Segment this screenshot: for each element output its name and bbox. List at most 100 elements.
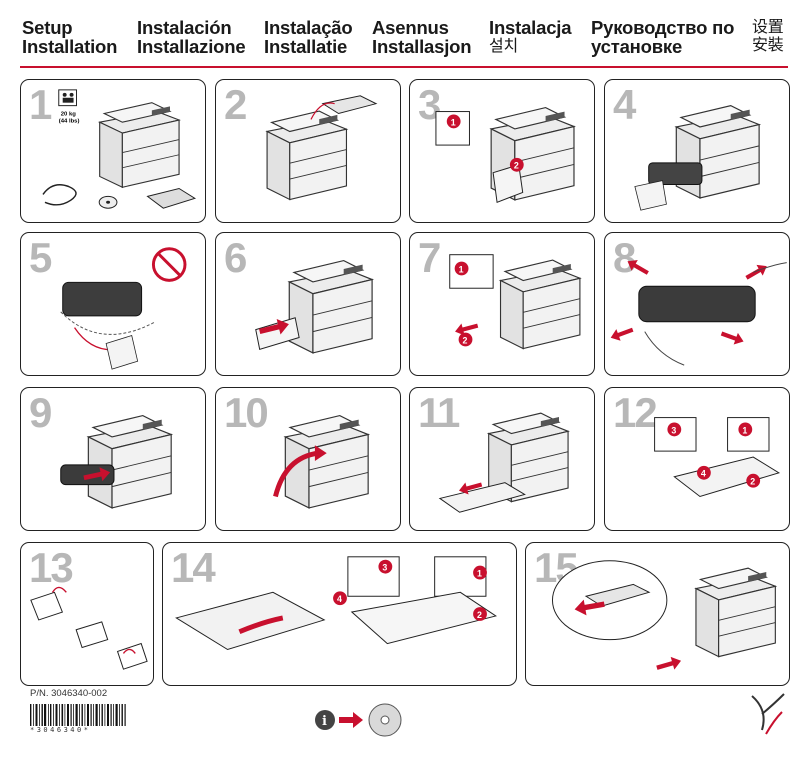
step-panel-5: 5: [20, 232, 206, 376]
step-number: 10: [224, 389, 269, 436]
callout-number: 1: [477, 569, 482, 579]
header-text: Installasjon: [372, 36, 472, 57]
info-icon: [315, 710, 335, 730]
load-arrow: [238, 615, 284, 635]
output-tray-icon: [146, 187, 197, 209]
step-3-open-door-illustration: 1 2: [435, 107, 575, 203]
callout-number: 1: [459, 264, 464, 274]
printer-icon: [695, 567, 776, 658]
printer-icon: [288, 260, 373, 354]
front-door: [492, 164, 524, 203]
step-panel-6: 6: [215, 232, 401, 376]
header-col-finnish-norwegian: Asennus Installasjon: [372, 17, 472, 57]
step-number: 7: [418, 234, 441, 281]
callout-number: 3: [671, 425, 676, 435]
printer-icon: [87, 415, 172, 509]
header-text: Asennus: [372, 17, 449, 38]
header-col-spanish-italian: Instalación Installazione: [137, 17, 246, 56]
step-15-insert-tray-illustration: [551, 560, 776, 675]
step-1-unpack-illustration: 20 kg (44 lbs): [42, 89, 197, 209]
header-text: Instalação: [264, 17, 353, 38]
step-14-load-paper-illustration: 3 1 4 2: [175, 556, 497, 651]
step-panel-2: 2: [215, 79, 401, 223]
step-number: 14: [171, 544, 216, 591]
power-cord-icon: [42, 184, 77, 206]
brand-logo: [751, 693, 785, 735]
header-col-russian: Руководство по установке: [591, 18, 734, 56]
info-to-cd-graphic: i: [313, 700, 413, 740]
step-panel-10: 10: [215, 387, 401, 531]
output-tray-icon: [321, 95, 378, 115]
step-panel-7: 7 1 2: [409, 232, 595, 376]
toner-cartridge: [62, 281, 143, 317]
toner-cartridge: [648, 162, 703, 186]
step-panel-14: 14 3 1 4 2: [162, 542, 517, 686]
step-panel-15: 15: [525, 542, 790, 686]
step-4-remove-cartridge-illustration: [634, 105, 760, 211]
header-text: Instalacja: [489, 17, 572, 38]
barcode-number: *3046340*: [30, 726, 91, 734]
callout-badge: [473, 607, 487, 621]
shake-arrow: [624, 255, 651, 279]
shake-arrow: [719, 327, 746, 348]
title-header: Setup Installation Instalación Installaz…: [0, 0, 808, 72]
barcode: [30, 704, 126, 726]
printer-icon: [499, 259, 581, 350]
header-divider: [20, 66, 788, 68]
callout-badge: [446, 114, 461, 129]
header-text: Installation: [22, 36, 118, 57]
callout-number: 2: [514, 161, 519, 171]
header-col-polish-korean: Instalacja 설치: [489, 17, 572, 55]
callout-number: 4: [337, 594, 342, 604]
step-number: 5: [29, 234, 52, 281]
header-col-english: Setup Installation: [22, 18, 117, 56]
paper-tray: [438, 482, 526, 513]
callout-badge: [667, 422, 682, 437]
header-text: Instalación: [137, 17, 232, 38]
header-text: 设置: [752, 17, 784, 36]
callout-badge: [458, 332, 473, 347]
header-text: 安裝: [752, 35, 784, 54]
header-col-portuguese-dutch: Instalação Installatie: [264, 18, 353, 56]
inset-detail: [347, 556, 400, 597]
step-12-adjust-guides-illustration: 3 1 4 2: [654, 417, 781, 498]
paper-tray: [175, 591, 326, 651]
shake-arrow: [608, 323, 635, 344]
header-text: Installatie: [264, 36, 348, 57]
step-panel-1: 1 20 kg (44 lbs): [20, 79, 206, 223]
callout-badge: [454, 261, 469, 276]
callout-badge: [509, 157, 524, 172]
callout-number: 1: [451, 117, 456, 127]
insert-arrow: [655, 654, 683, 675]
step-number: 2: [224, 81, 247, 128]
packing-material: [634, 180, 667, 211]
step-8-shake-cartridge-illustration: [608, 255, 787, 366]
step-number: 9: [29, 389, 52, 436]
callout-number: 2: [463, 335, 468, 345]
step-panel-11: 11: [409, 387, 595, 531]
step-6-insert-cartridge-illustration: [255, 260, 373, 354]
callout-number: 1: [742, 425, 747, 435]
step-10-close-door-illustration: [273, 415, 369, 509]
callout-number: 3: [382, 563, 387, 573]
step-2-tray-illustration: [266, 95, 378, 201]
callout-number: 2: [750, 477, 755, 487]
step-7-photoconductor-illustration: 1 2: [449, 254, 581, 350]
header-text: Setup: [22, 17, 73, 38]
header-text: Руководство по: [591, 17, 735, 38]
step-number: 8: [613, 234, 636, 281]
step-panel-12: 1 2 3 1 4 2: [604, 387, 790, 531]
weight-kg-label: 20 kg: [61, 112, 76, 118]
callout-badge: [697, 465, 711, 480]
part-number: P/N. 3046340-002: [30, 688, 108, 699]
header-text: установке: [591, 36, 683, 57]
callout-badge: [746, 473, 761, 488]
arrow-right-icon: [339, 712, 363, 728]
header-col-chinese: 设置 安裝: [752, 18, 784, 54]
step-panel-3: 3 1 2: [409, 79, 595, 223]
callout-number: 2: [477, 610, 482, 620]
step-5-unwrap-illustration: [60, 247, 187, 370]
callout-badge: [738, 422, 753, 437]
close-arrow: [273, 450, 320, 498]
header-text: 설치: [489, 36, 519, 55]
